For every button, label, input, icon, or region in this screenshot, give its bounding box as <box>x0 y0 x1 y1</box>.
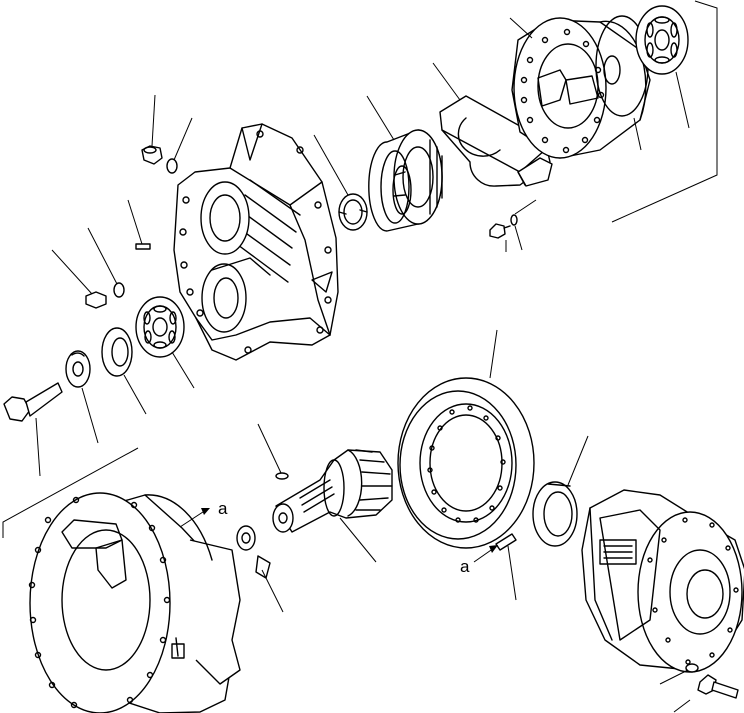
callout-a-lower: a <box>460 545 498 576</box>
bearing-race <box>532 435 589 547</box>
spacer-ring-small <box>236 525 284 613</box>
upper-group-bracket <box>611 0 718 223</box>
oil-guard-cover <box>432 62 553 187</box>
long-bolt <box>3 382 63 477</box>
tapered-roller-bearing <box>366 95 443 232</box>
washer-lower-right <box>659 663 699 685</box>
ring-gear <box>397 329 535 549</box>
needle-bearing <box>313 134 368 231</box>
pin-lower <box>495 533 517 601</box>
o-ring-small-top <box>166 117 193 174</box>
washer-small-left <box>87 227 125 298</box>
callout-a-upper: a <box>179 499 228 528</box>
bolt-lower-right <box>673 674 739 713</box>
breather-plug <box>141 94 163 165</box>
carrier-housing-upper <box>509 17 651 159</box>
lower-group-bracket <box>2 447 139 538</box>
bolt-small-left <box>51 249 107 309</box>
seal-ring-left <box>101 327 147 415</box>
carrier-housing-lower <box>28 492 241 713</box>
pinion-shaft <box>272 449 393 563</box>
bolt-small-guard <box>489 199 537 252</box>
bearing-upper-right <box>635 5 690 129</box>
dowel-pin <box>127 199 151 250</box>
transmission-case <box>173 123 339 361</box>
bearing-left <box>135 296 195 389</box>
differential-case <box>581 489 744 673</box>
flange-washer <box>65 350 99 444</box>
callout-a-lower-label: a <box>460 557 470 576</box>
key-pin <box>257 423 289 480</box>
callout-a-upper-label: a <box>218 499 228 518</box>
